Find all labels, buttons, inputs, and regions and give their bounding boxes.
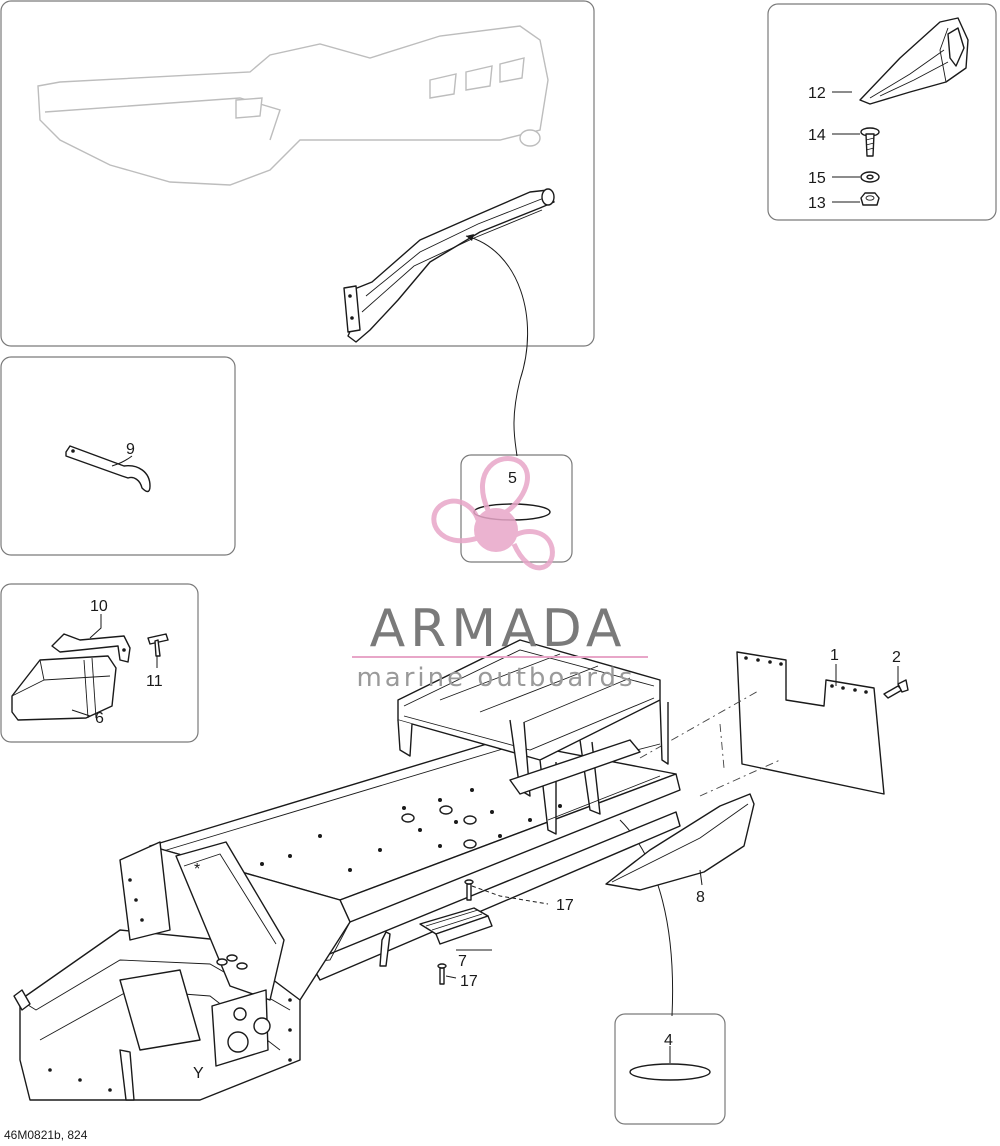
main-frame-tunnel (13, 639, 681, 1101)
assembly-centerline (639, 689, 781, 797)
callout-8: 8 (696, 889, 705, 906)
callout-9: 9 (126, 441, 135, 458)
leader-9 (111, 455, 133, 467)
part-17-screw-lower (437, 963, 447, 985)
callout-6: 6 (95, 710, 104, 727)
callout-15: 15 (808, 170, 826, 187)
callout-13: 13 (808, 195, 826, 212)
callout-10: 10 (90, 598, 108, 615)
asterisk-marker: * (194, 861, 200, 878)
part-15-washer (860, 171, 880, 183)
armada-watermark: ARMADA marine outboards (352, 456, 648, 693)
part-7-running-board (419, 907, 493, 945)
part-17-screw-upper (464, 879, 474, 901)
rear-bumper-ghost-drawing (37, 25, 549, 186)
callout-7: 7 (458, 953, 467, 970)
leader-10 (89, 614, 102, 639)
document-code: 46M0821b, 824 (4, 1128, 88, 1142)
inset-frame-wrench (0, 356, 236, 556)
watermark-subtitle: marine outboards (356, 663, 635, 693)
part-12-flap-cap (859, 17, 969, 105)
part-1-snow-flap (736, 651, 885, 795)
part-14-screw (860, 127, 880, 157)
part-13-nut (860, 192, 880, 206)
callout-17-upper: 17 (556, 897, 574, 914)
y-marker: Y (193, 1065, 204, 1082)
callout-11: 11 (146, 673, 163, 690)
part-6-storage-bag (11, 655, 117, 721)
leader-17-upper (471, 885, 549, 905)
callout-1: 1 (830, 647, 839, 664)
callout-12: 12 (808, 85, 826, 102)
propeller-hub (474, 508, 518, 552)
part-9-spanner-wrench (65, 445, 151, 493)
part-2-rivet (883, 679, 909, 699)
leader-8 (699, 869, 703, 886)
rear-bumper-arm (343, 188, 555, 343)
propeller-logo (431, 456, 555, 571)
callout-17-lower: 17 (460, 973, 478, 990)
leader-6 (71, 709, 91, 717)
part-10-bracket (51, 633, 131, 663)
callout-5: 5 (508, 470, 517, 487)
watermark-name: ARMADA (370, 599, 627, 659)
part-11-rivet (147, 633, 169, 657)
callout-14: 14 (808, 127, 826, 144)
callout-4: 4 (664, 1032, 673, 1049)
leader-decal-5-to-arm (465, 235, 528, 457)
callout-2: 2 (892, 649, 901, 666)
leader-17-lower (445, 975, 457, 979)
part-4-decal (629, 1063, 711, 1081)
leader-arrowhead (466, 234, 474, 241)
part-8-protector-strip (605, 793, 755, 891)
